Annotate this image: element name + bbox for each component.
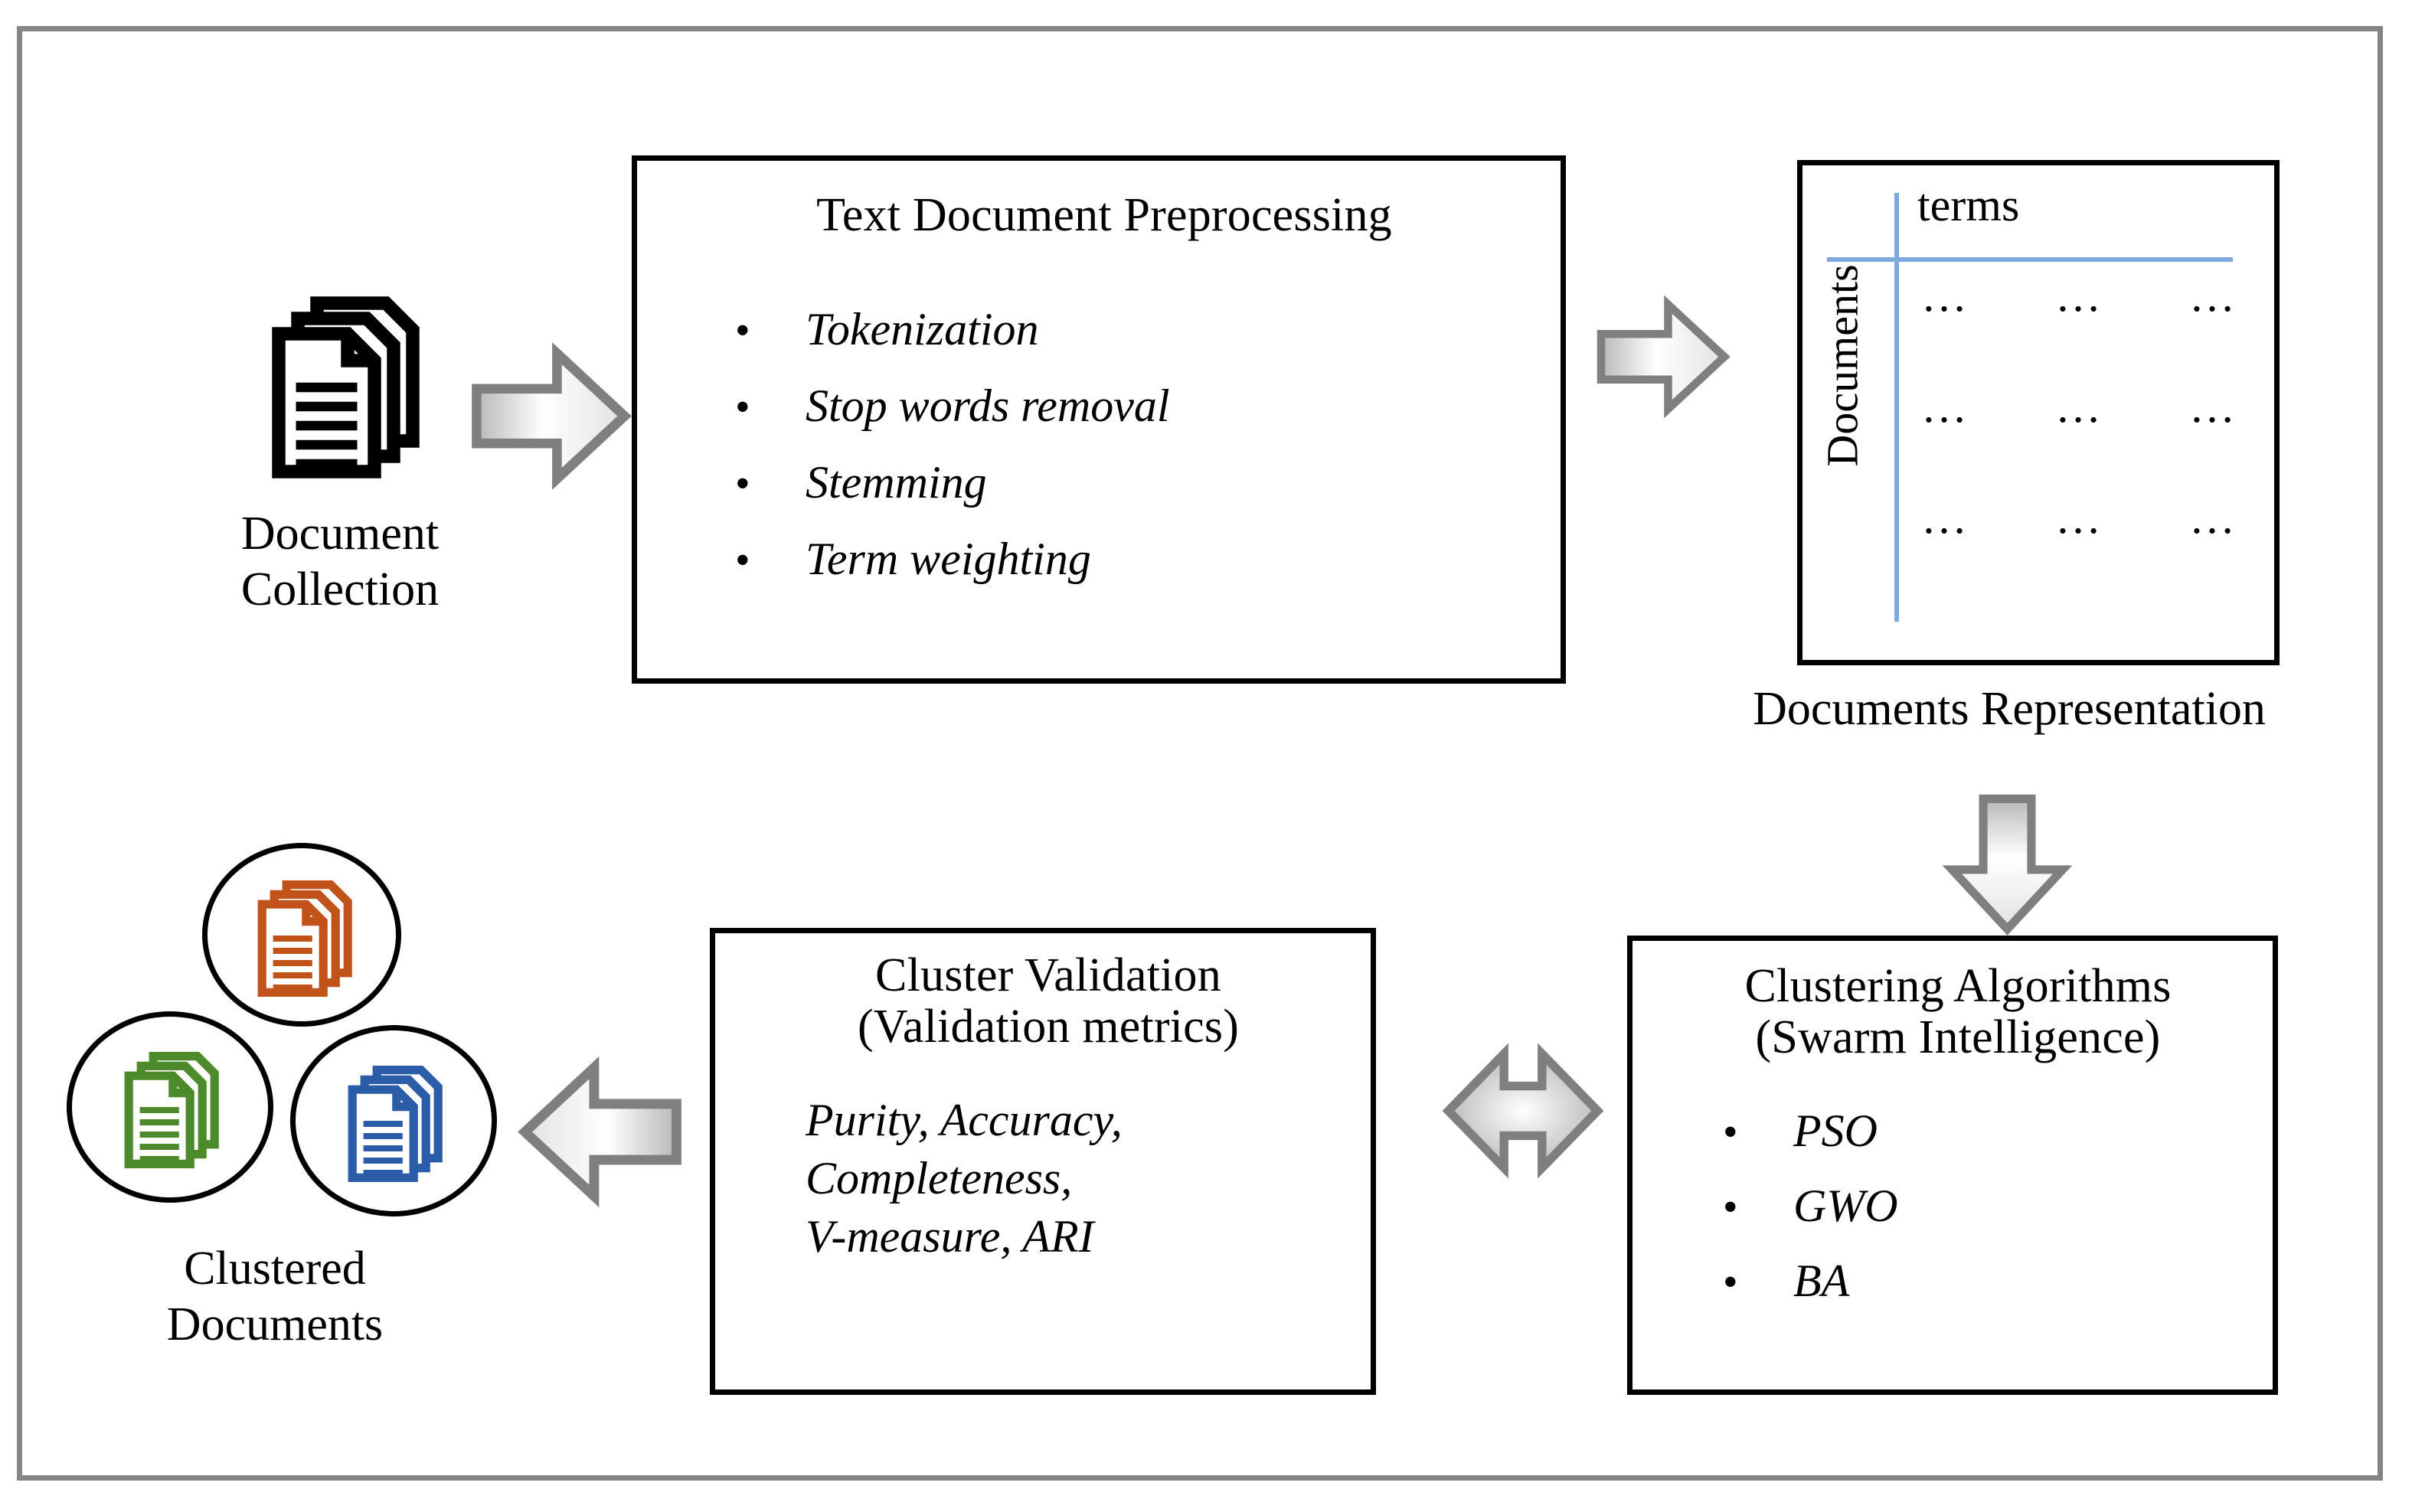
cluster-orange (202, 843, 401, 1027)
matrix-cell: … (2189, 381, 2243, 432)
cluster-green (67, 1011, 273, 1203)
preprocessing-title: Text Document Preprocessing (816, 189, 1392, 241)
bullet-icon: • (1723, 1259, 1738, 1306)
matrix-cell: … (2189, 492, 2243, 543)
matrix-cell: … (2055, 270, 2109, 321)
document-collection-label: Document Collection (172, 506, 508, 618)
preprocessing-item-label: Term weighting (806, 534, 1091, 584)
matrix-row-header-label: Documents (1817, 264, 1868, 467)
clustered-documents-label: Clustered Documents (45, 1241, 505, 1353)
list-item: • Stemming (735, 459, 1547, 505)
document-stack-icon (338, 1063, 460, 1185)
matrix-cell: … (1921, 381, 1975, 432)
matrix-column-header: terms (1917, 180, 2020, 230)
document-stack-icon (114, 1049, 237, 1171)
document-stack-icon (256, 292, 447, 483)
figure-frame: Document Collection Text Document Prepro… (17, 26, 2383, 1481)
arrow-validation-to-clusters (518, 1056, 683, 1208)
list-item: • Term weighting (735, 536, 1547, 582)
arrow-preprocessing-to-representation (1596, 292, 1731, 422)
validation-metrics: Purity, Accuracy, Completeness, V-measur… (806, 1091, 1372, 1266)
validation-title-line1: Cluster Validation (875, 949, 1221, 1001)
representation-matrix: terms Documents … … … … … … … … … (1797, 160, 2280, 665)
document-collection-node: Document Collection (172, 276, 508, 705)
matrix-cell: … (2055, 381, 2109, 432)
clustering-title: Clustering Algorithms (Swarm Intelligenc… (1633, 961, 2283, 1063)
validation-metrics-line3: V-measure, ARI (806, 1211, 1094, 1262)
matrix-row-header: Documents (1758, 264, 1927, 466)
bullet-icon: • (1723, 1184, 1738, 1231)
representation-node: terms Documents … … … … … … … … … Docume… (1745, 146, 2404, 751)
clustering-bullet-list: • PSO • GWO • BA (1723, 1108, 2259, 1304)
bullet-icon: • (735, 384, 750, 431)
preprocessing-item-label: Stemming (806, 457, 987, 508)
arrow-representation-to-clustering (1936, 793, 2078, 936)
arrow-clustering-validation (1442, 1034, 1604, 1187)
validation-metrics-line1: Purity, Accuracy, (806, 1095, 1123, 1145)
representation-caption: Documents Representation (1753, 683, 2266, 735)
preprocessing-bullet-list: • Tokenization • Stop words removal • St… (735, 306, 1547, 582)
clustering-item-label: PSO (1793, 1105, 1878, 1156)
matrix-cell: … (2189, 270, 2243, 321)
clustering-box: Clustering Algorithms (Swarm Intelligenc… (1627, 936, 2278, 1395)
validation-box: Cluster Validation (Validation metrics) … (710, 928, 1376, 1395)
bullet-icon: • (735, 460, 750, 508)
preprocessing-item-label: Stop words removal (806, 380, 1170, 431)
matrix-cell: … (1921, 492, 1975, 543)
clustering-item-label: BA (1793, 1256, 1850, 1306)
list-item: • GWO (1723, 1183, 2259, 1229)
bullet-icon: • (735, 307, 750, 354)
cluster-blue (290, 1025, 497, 1216)
preprocessing-box: Text Document Preprocessing • Tokenizati… (632, 155, 1566, 684)
list-item: • BA (1723, 1258, 2259, 1304)
clustered-documents-label-line1: Clustered (184, 1243, 366, 1295)
clustering-title-line1: Clustering Algorithms (1744, 960, 2172, 1012)
matrix-cell-row: … … … (1921, 384, 2243, 429)
matrix-cell-row: … … … (1921, 273, 2243, 318)
document-collection-label-line1: Document (240, 508, 440, 560)
clustering-item-label: GWO (1793, 1181, 1898, 1231)
list-item: • PSO (1723, 1108, 2259, 1154)
bullet-icon: • (735, 537, 750, 584)
document-stack-icon (247, 877, 370, 1000)
list-item: • Tokenization (735, 306, 1547, 352)
list-item: • Stop words removal (735, 383, 1547, 429)
bullet-icon: • (1723, 1109, 1738, 1156)
arrow-collection-to-preprocessing (470, 341, 632, 491)
validation-title-line2: (Validation metrics) (857, 1000, 1240, 1053)
matrix-horizontal-rule (1827, 257, 2233, 262)
matrix-cell: … (2055, 492, 2109, 543)
matrix-cell-row: … … … (1921, 495, 2243, 540)
clustered-documents-node: Clustered Documents (45, 812, 528, 1471)
clustered-documents-label-line2: Documents (166, 1298, 384, 1351)
validation-metrics-line2: Completeness, (806, 1153, 1073, 1204)
document-collection-label-line2: Collection (240, 563, 440, 616)
matrix-cell: … (1921, 270, 1975, 321)
validation-title: Cluster Validation (Validation metrics) (715, 950, 1381, 1053)
matrix-vertical-rule (1894, 193, 1899, 622)
preprocessing-item-label: Tokenization (806, 304, 1039, 354)
clustering-title-line2: (Swarm Intelligence) (1755, 1011, 2161, 1063)
